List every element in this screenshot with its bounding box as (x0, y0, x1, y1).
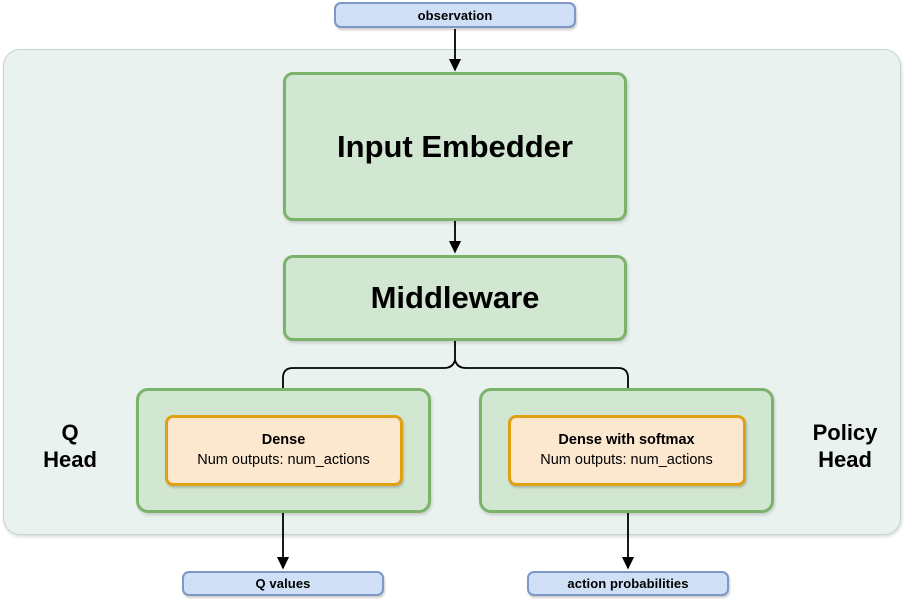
policy-head-dense-subtitle: Num outputs: num_actions (540, 452, 713, 468)
q-head-box[interactable]: Dense Num outputs: num_actions (136, 388, 431, 513)
policy-head-dense-title: Dense with softmax (558, 432, 695, 448)
q-head-dense-subtitle: Num outputs: num_actions (197, 452, 370, 468)
policy-head-side-label: Policy Head (812, 420, 878, 472)
q-values-output-box[interactable]: Q values (182, 571, 384, 596)
middleware-box[interactable]: Middleware (283, 255, 627, 341)
policy-head-box[interactable]: Dense with softmax Num outputs: num_acti… (479, 388, 774, 513)
middleware-label: Middleware (370, 280, 540, 315)
action-probabilities-output-box[interactable]: action probabilities (527, 571, 729, 596)
q-head-side-label: Q Head (43, 420, 97, 472)
q-values-label: Q values (255, 576, 311, 591)
policy-head-dense-layer[interactable]: Dense with softmax Num outputs: num_acti… (507, 415, 746, 486)
observation-input-box[interactable]: observation (334, 2, 576, 28)
input-embedder-box[interactable]: Input Embedder (283, 72, 627, 221)
q-head-dense-layer[interactable]: Dense Num outputs: num_actions (164, 415, 403, 486)
input-embedder-label: Input Embedder (337, 128, 573, 164)
q-head-dense-title: Dense (261, 432, 306, 448)
action-probabilities-label: action probabilities (567, 576, 689, 591)
observation-label: observation (417, 7, 493, 23)
